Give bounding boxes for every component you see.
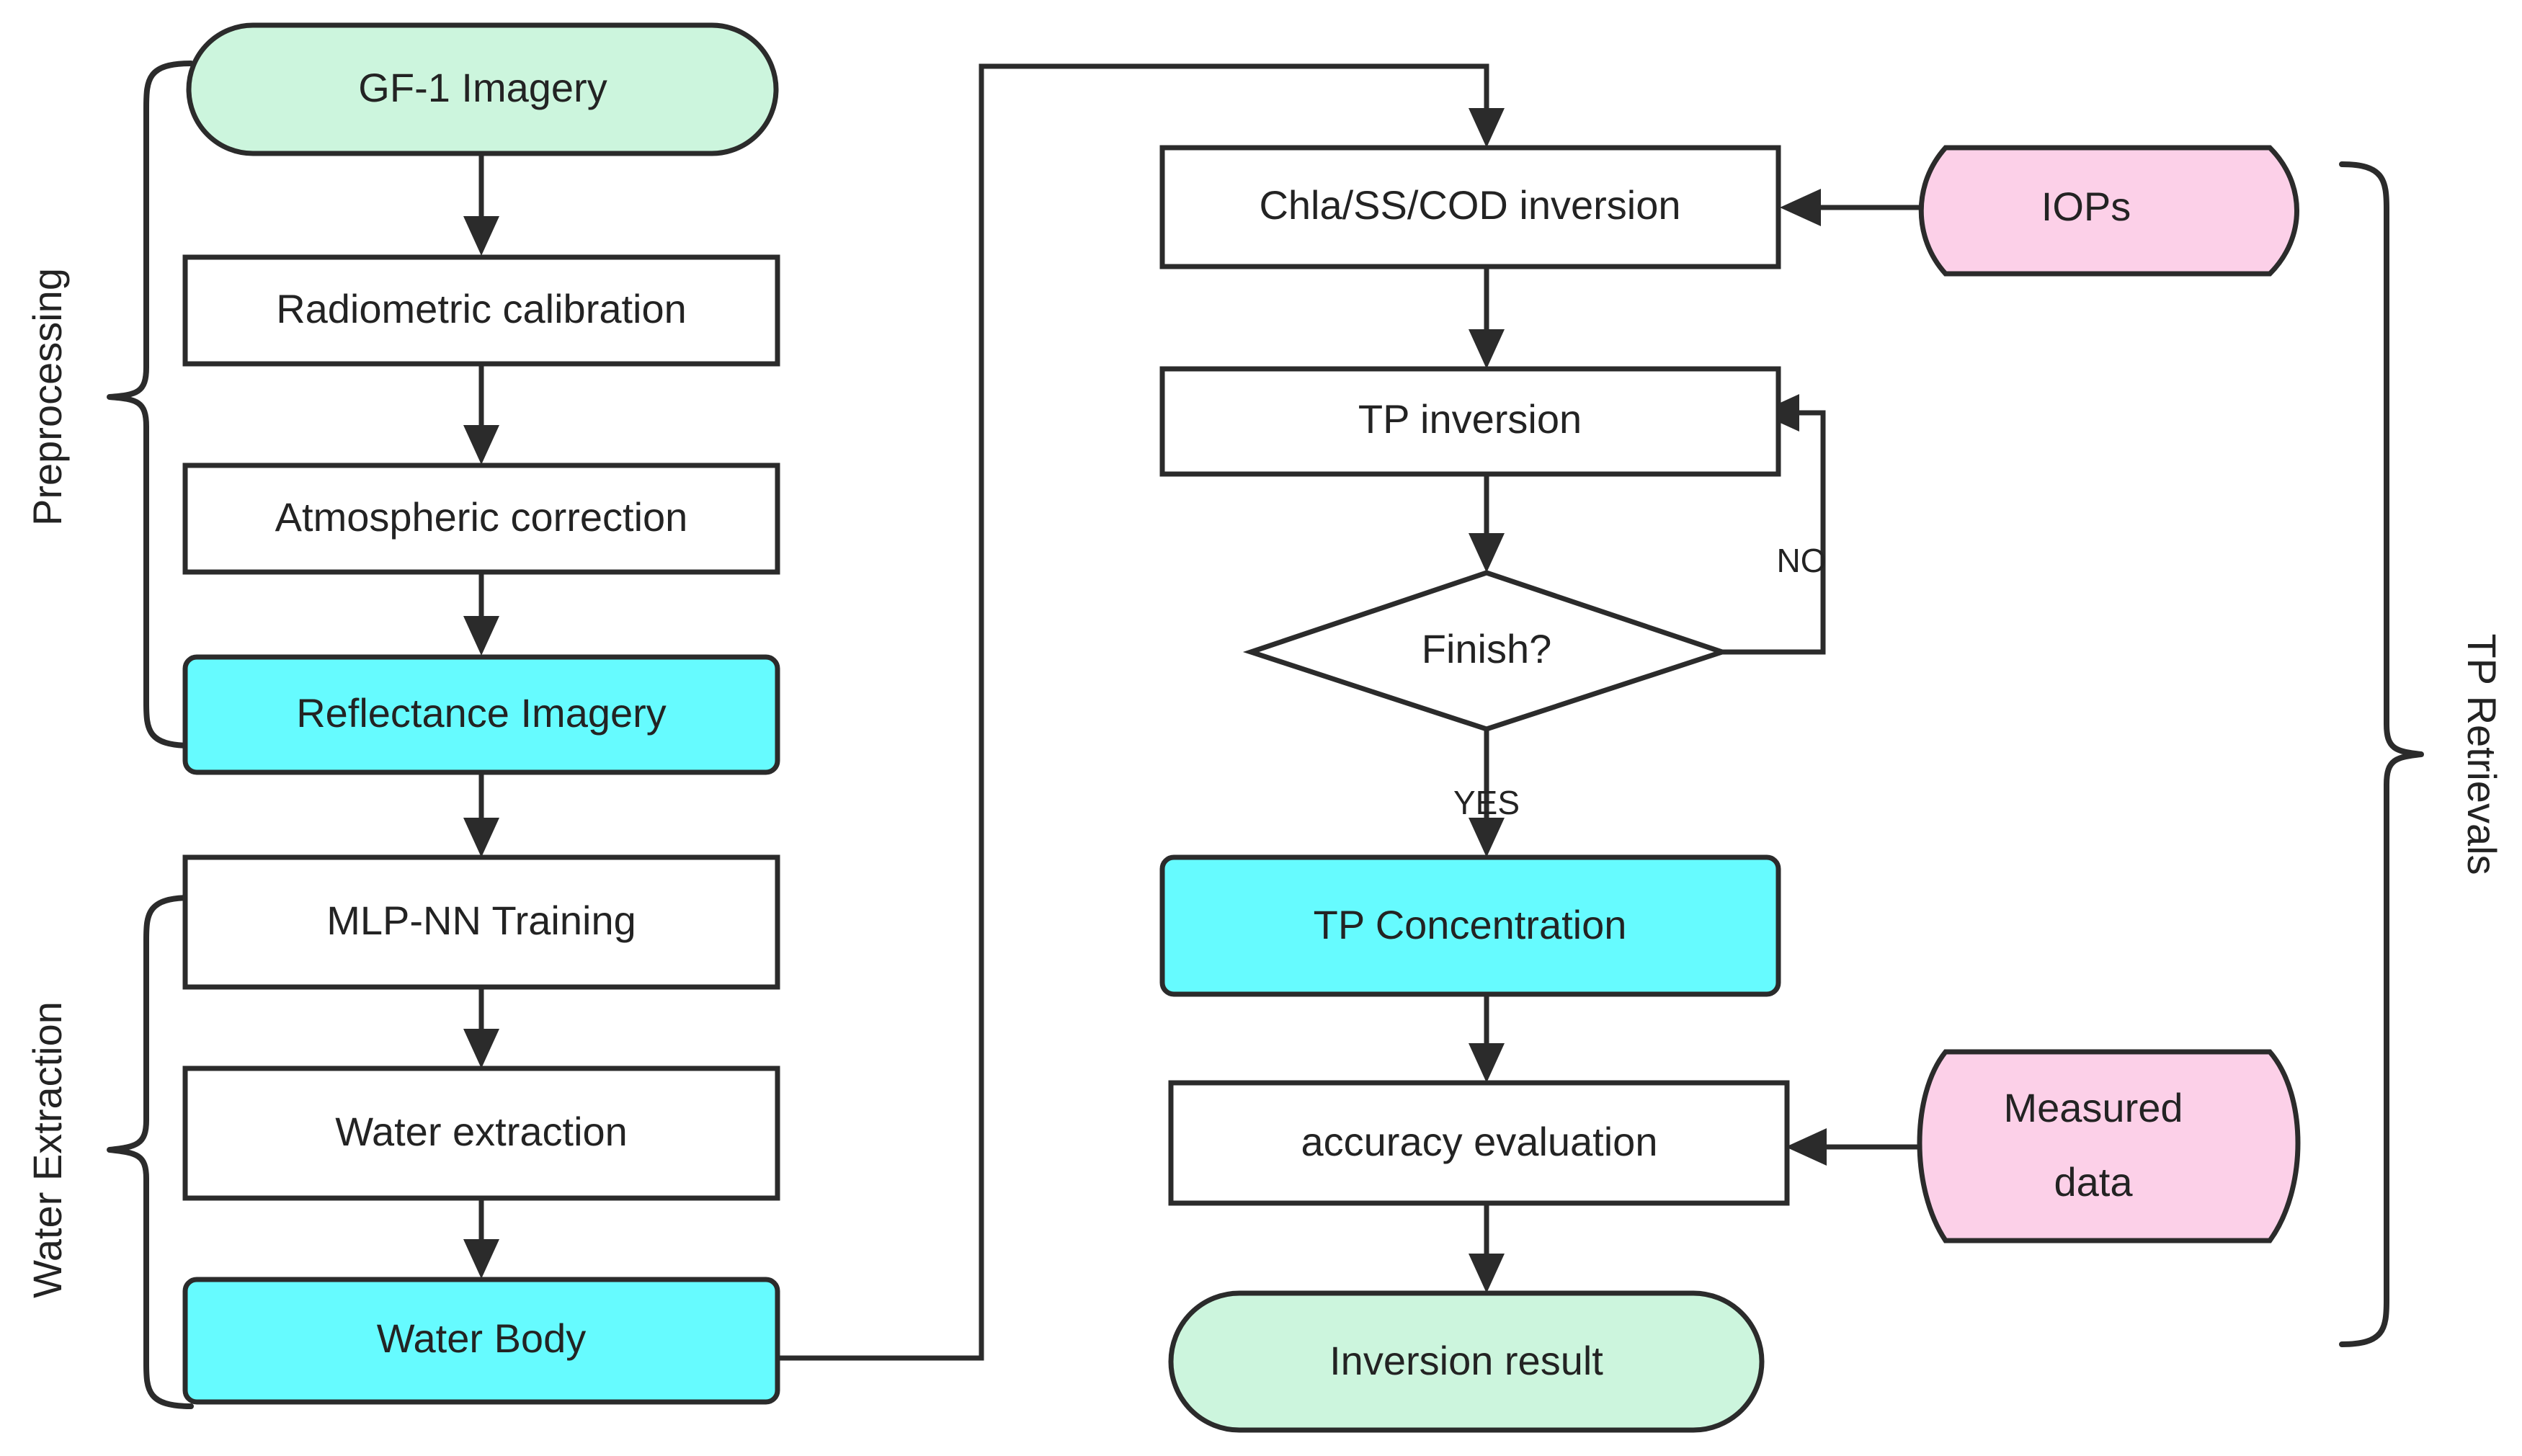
group-label-tp-retrievals: TP Retrievals: [2459, 633, 2505, 875]
node-label-mlp-nn-training: MLP-NN Training: [326, 898, 636, 943]
node-label-iops: IOPs: [2041, 184, 2131, 229]
node-measured-data[interactable]: Measured data: [1917, 1049, 2301, 1243]
edge-atmospheric-to-reflectance: [463, 573, 499, 656]
node-label-tp-inversion: TP inversion: [1358, 396, 1582, 442]
node-label-accuracy-evaluation: accuracy evaluation: [1301, 1119, 1658, 1164]
group-brace-tp-retrievals: [2339, 161, 2424, 1347]
node-finish-decision[interactable]: Finish?: [1242, 570, 1731, 732]
edge-accuracy-to-inversion-result: [1469, 1203, 1505, 1293]
node-label-reflectance-imagery: Reflectance Imagery: [296, 690, 667, 736]
node-gf1-imagery[interactable]: GF-1 Imagery: [186, 22, 779, 156]
node-water-body[interactable]: Water Body: [182, 1277, 780, 1405]
edge-tp-inversion-to-finish: [1469, 474, 1505, 573]
node-atmospheric-correction[interactable]: Atmospheric correction: [182, 463, 780, 575]
node-label-atmospheric-correction: Atmospheric correction: [275, 494, 688, 540]
node-label-chla-ss-cod-inversion: Chla/SS/COD inversion: [1259, 182, 1680, 228]
node-iops[interactable]: IOPs: [1918, 145, 2299, 277]
edge-reflectance-to-mlpnn: [463, 772, 499, 857]
node-reflectance-imagery[interactable]: Reflectance Imagery: [182, 654, 780, 775]
edge-gf1-to-radiometric: [463, 153, 499, 256]
node-label-inversion-result: Inversion result: [1329, 1338, 1603, 1383]
node-label-tp-concentration: TP Concentration: [1314, 902, 1627, 947]
edge-mlpnn-to-water-extraction: [463, 987, 499, 1068]
edge-label-no: NO: [1777, 542, 1827, 579]
node-label-water-body: Water Body: [377, 1316, 586, 1361]
node-water-extraction-step[interactable]: Water extraction: [182, 1066, 780, 1201]
node-accuracy-evaluation[interactable]: accuracy evaluation: [1168, 1080, 1790, 1206]
edge-tp-concentration-to-accuracy: [1469, 994, 1505, 1083]
node-label-water-extraction-step: Water extraction: [335, 1109, 628, 1154]
node-radiometric-calibration[interactable]: Radiometric calibration: [182, 254, 780, 367]
node-inversion-result[interactable]: Inversion result: [1168, 1290, 1765, 1433]
group-brace-preprocessing: [107, 61, 194, 749]
node-label-finish-decision: Finish?: [1422, 626, 1552, 671]
node-chla-ss-cod-inversion[interactable]: Chla/SS/COD inversion: [1159, 145, 1781, 269]
node-tp-concentration[interactable]: TP Concentration: [1159, 854, 1781, 997]
node-tp-inversion[interactable]: TP inversion: [1159, 366, 1781, 477]
edge-water-extraction-to-water-body: [463, 1198, 499, 1279]
edge-finish-yes-to-tp-concentration: [1469, 729, 1505, 857]
node-label-measured-data-line2: data: [2054, 1159, 2134, 1205]
group-label-preprocessing: Preprocessing: [24, 268, 70, 526]
edge-chla-to-tp-inversion: [1469, 267, 1505, 369]
node-mlp-nn-training[interactable]: MLP-NN Training: [182, 854, 780, 990]
group-brace-water-extraction: [107, 895, 194, 1409]
edge-water-body-to-chla-inversion: [777, 63, 1505, 1361]
node-label-gf1-imagery: GF-1 Imagery: [358, 65, 607, 110]
node-label-measured-data-line1: Measured: [2003, 1085, 2183, 1130]
edge-label-yes: YES: [1453, 784, 1520, 821]
node-label-radiometric-calibration: Radiometric calibration: [276, 286, 687, 331]
group-label-water-extraction: Water Extraction: [24, 1001, 70, 1298]
